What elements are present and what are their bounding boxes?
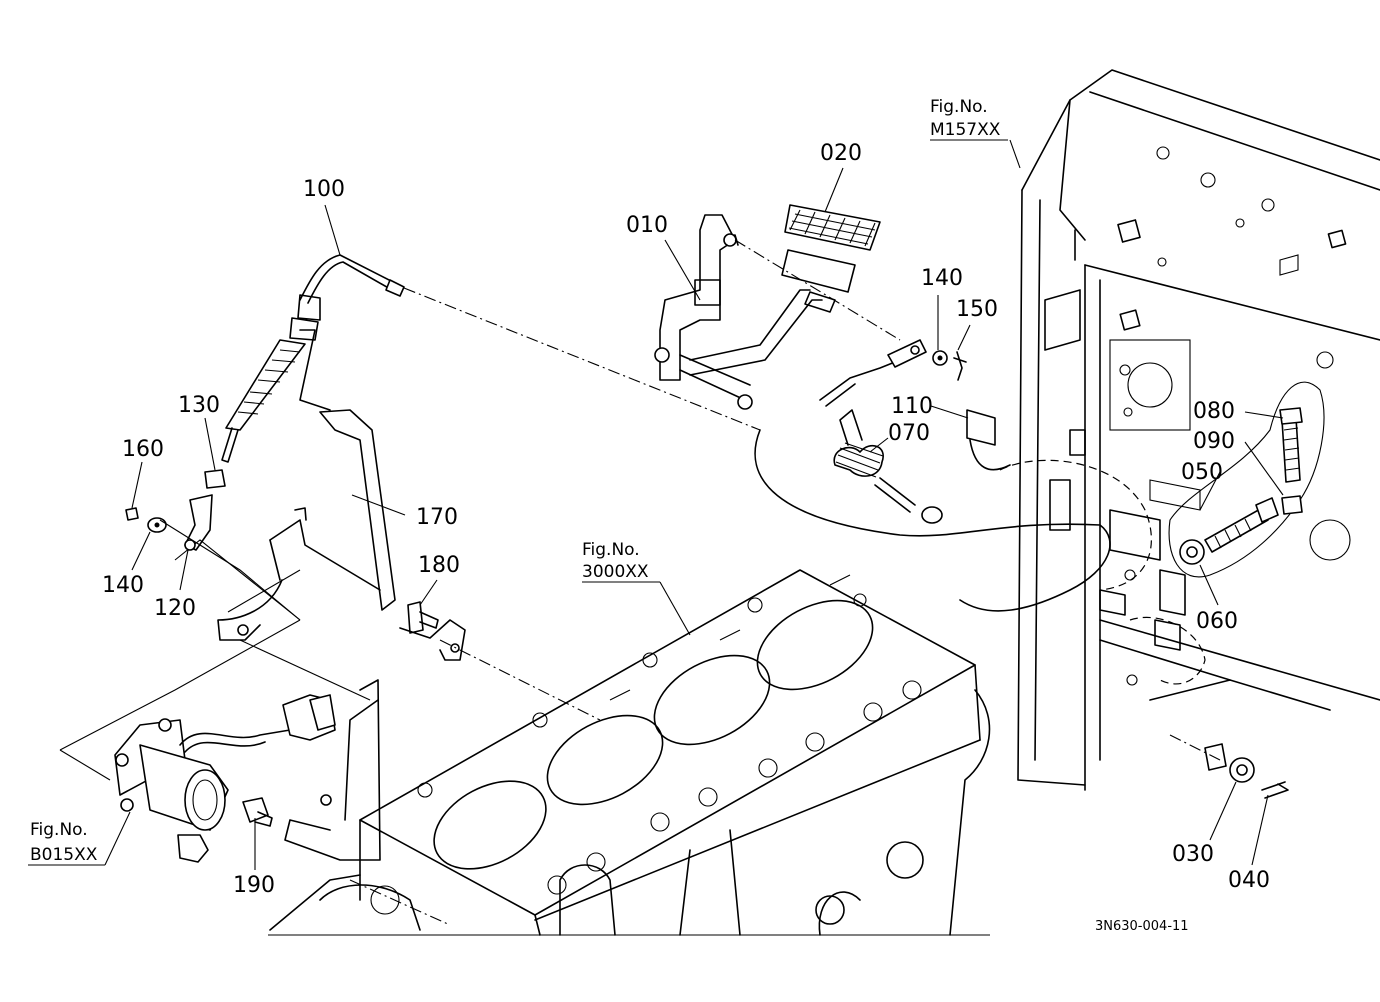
- panel-assembly: [999, 69, 1380, 791]
- label-140-upper: 140: [921, 266, 963, 291]
- label-040: 040: [1228, 868, 1270, 893]
- part-number-labels: 100 010 020 140 150 110 070 080 090 050 …: [102, 141, 1270, 898]
- actuator-assembly: [114, 694, 336, 863]
- fig-ref-m157-prefix: Fig.No.: [930, 97, 988, 117]
- figure-references: Fig.No. M157XX Fig.No. 3000XX Fig.No. B0…: [30, 97, 1001, 865]
- fig-ref-b015-prefix: Fig.No.: [30, 820, 88, 840]
- label-140-lower: 140: [102, 573, 144, 598]
- fig-ref-3000-number: 3000XX: [582, 562, 649, 582]
- label-100: 100: [303, 177, 345, 202]
- fig-ref-m157-number: M157XX: [930, 120, 1001, 140]
- label-050: 050: [1181, 460, 1223, 485]
- label-060: 060: [1196, 609, 1238, 634]
- label-080: 080: [1193, 399, 1235, 424]
- label-130: 130: [178, 393, 220, 418]
- label-150: 150: [956, 297, 998, 322]
- label-170: 170: [416, 505, 458, 530]
- fig-ref-3000-prefix: Fig.No.: [582, 540, 640, 560]
- label-020: 020: [820, 141, 862, 166]
- bracket-170: [59, 329, 396, 861]
- label-180: 180: [418, 553, 460, 578]
- spring-assembly: [819, 339, 1011, 524]
- engine-block: [268, 569, 991, 936]
- label-110: 110: [891, 394, 933, 419]
- label-010: 010: [626, 213, 668, 238]
- label-190: 190: [233, 873, 275, 898]
- pedal-assembly: [654, 204, 901, 410]
- fig-ref-b015-number: B015XX: [30, 845, 98, 865]
- leader-lines: [28, 139, 1284, 870]
- label-030: 030: [1172, 842, 1214, 867]
- label-160: 160: [122, 437, 164, 462]
- label-120: 120: [154, 596, 196, 621]
- small-parts: [125, 469, 601, 827]
- label-090: 090: [1193, 429, 1235, 454]
- drawing-code: 3N630-004-11: [1095, 919, 1189, 934]
- label-070: 070: [888, 421, 930, 446]
- cable-100: [221, 254, 1111, 612]
- bolt-parts: [1169, 407, 1303, 799]
